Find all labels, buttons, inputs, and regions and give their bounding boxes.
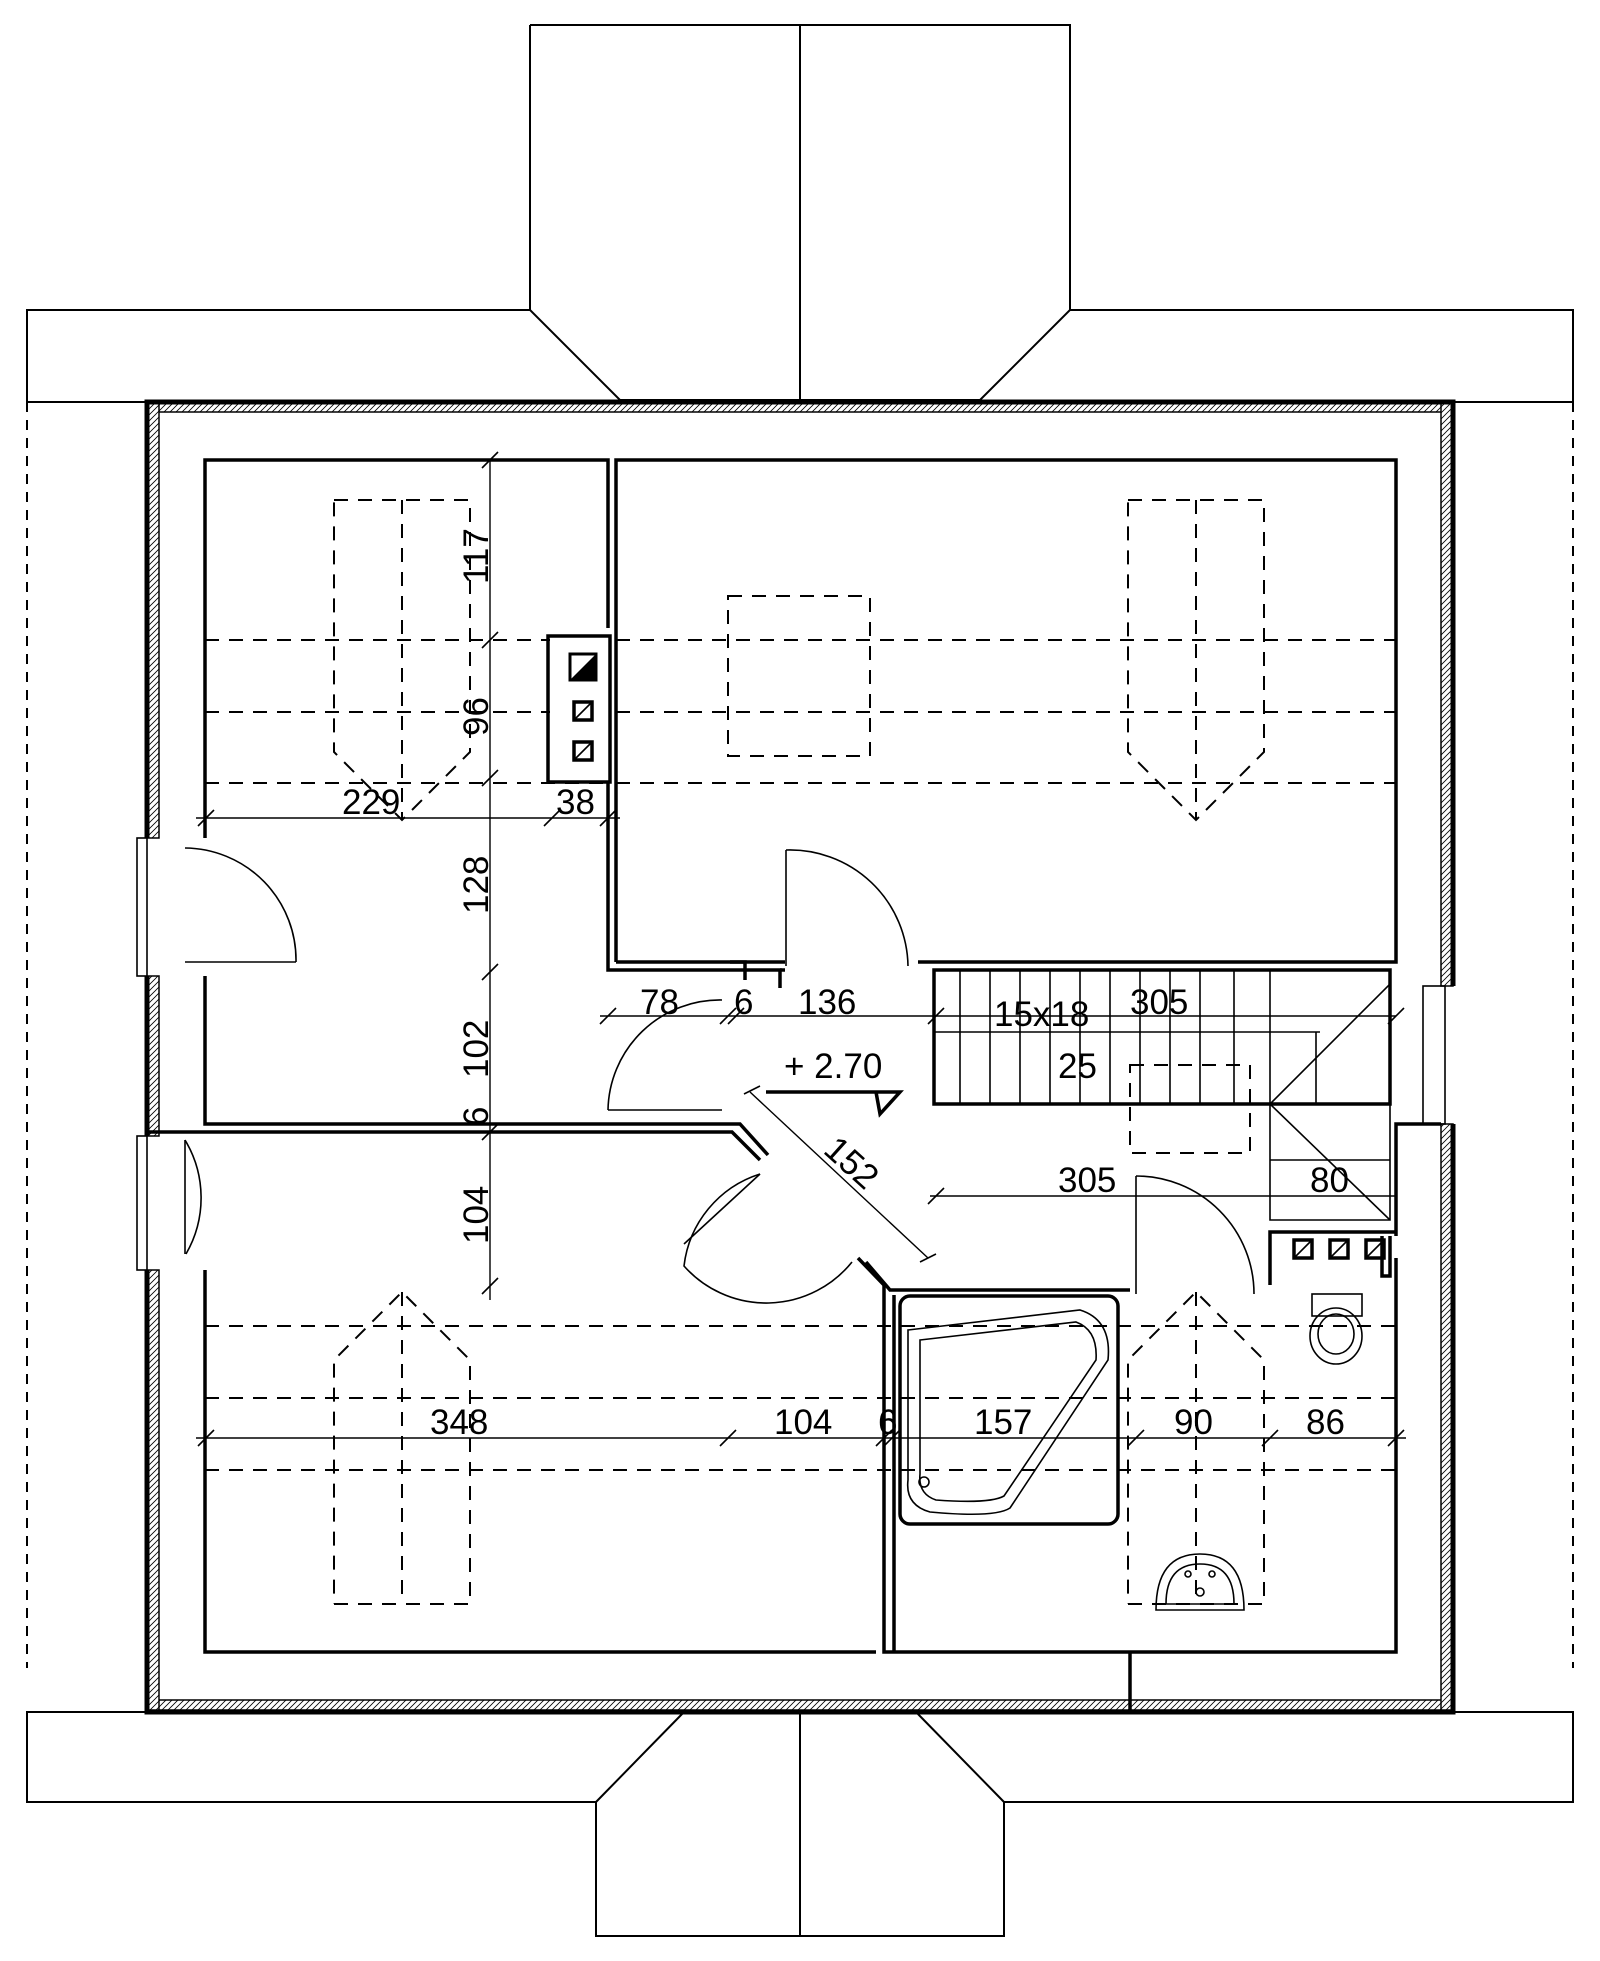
dim-6-horizontal: 6 [734,983,753,1022]
dim-305-top: 305 [1130,983,1188,1022]
dim-86: 86 [1306,1403,1345,1442]
chimney-flues [568,652,1386,1260]
dim-90: 90 [1174,1403,1213,1442]
dim-157: 157 [974,1403,1032,1442]
interior-walls [147,458,1441,1712]
dim-104-horizontal: 104 [774,1403,832,1442]
dim-136: 136 [798,983,856,1022]
dim-117: 117 [457,528,496,584]
dim-80: 80 [1310,1161,1349,1200]
dim-38: 38 [556,783,595,822]
toilet [1309,1293,1363,1365]
door-swings [184,847,1255,1304]
stairs-label: 15x18 [994,995,1089,1034]
staircase [932,968,1392,1221]
roof-outline [26,24,1574,1937]
dim-102: 102 [457,1020,496,1078]
dim-305-bottom: 305 [1058,1161,1116,1200]
labels: 117 96 229 38 128 102 6 104 78 6 136 15x… [342,528,1349,1442]
level-label: + 2.70 [784,1047,882,1086]
dimension-lines [196,451,1406,1447]
exterior-walls [136,399,1456,1715]
dim-6-bath: 6 [878,1403,897,1442]
dim-96: 96 [457,697,496,736]
dim-78: 78 [640,983,679,1022]
dim-128: 128 [457,856,496,914]
dim-348: 348 [430,1403,488,1442]
bathtub [898,1294,1120,1526]
dim-229: 229 [342,783,400,822]
roof-windows-dashed [205,499,1396,1605]
stairs-sub-label: 25 [1058,1047,1097,1086]
washbasin [1155,1553,1245,1611]
dim-152: 152 [817,1129,887,1197]
dim-104-vertical: 104 [457,1186,496,1244]
dim-6-vertical: 6 [457,1107,496,1126]
